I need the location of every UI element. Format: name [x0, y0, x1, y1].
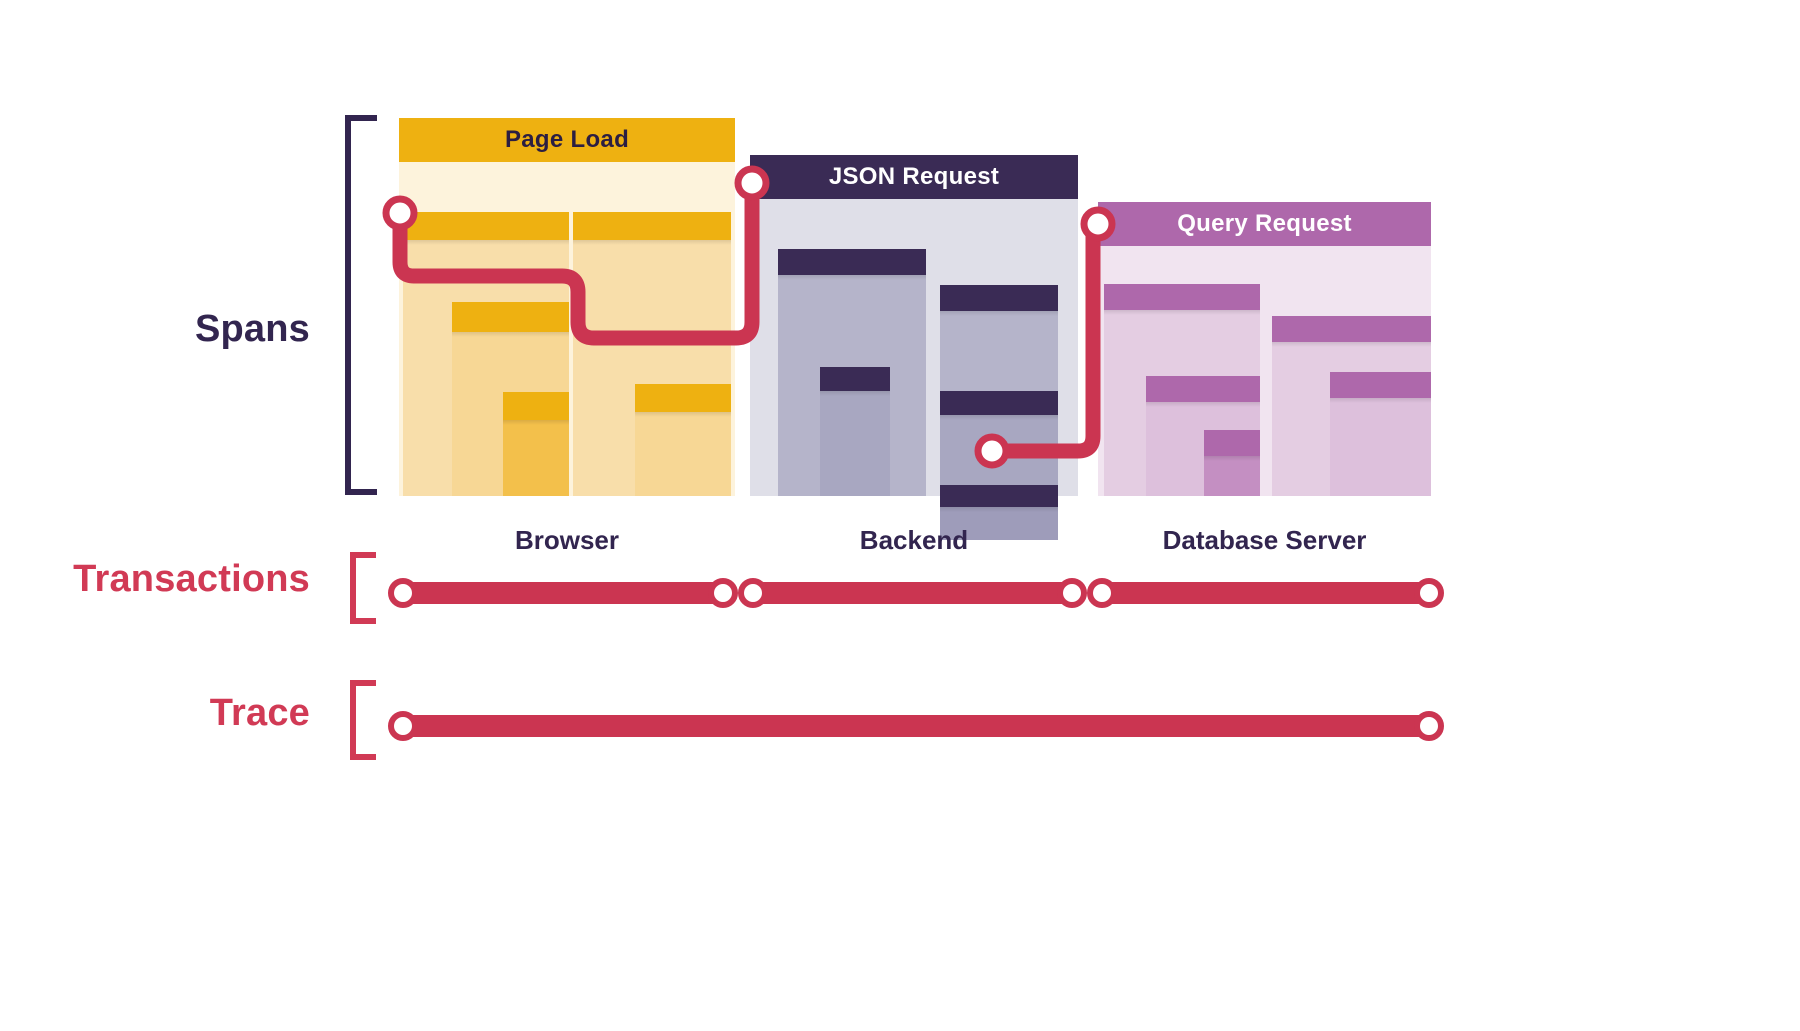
span-cap-shadow — [1204, 456, 1260, 461]
span-fill — [940, 507, 1058, 540]
span-cap-shadow — [940, 311, 1058, 316]
service-column-database[interactable]: Query Request — [1098, 202, 1431, 496]
span-cap-shadow — [403, 240, 569, 245]
span-cap-shadow — [1330, 398, 1431, 403]
span-cap-shadow — [1272, 342, 1431, 347]
span-bar-browser-5[interactable] — [503, 392, 569, 496]
span-cap — [1204, 430, 1260, 456]
transaction-header-query-request: Query Request — [1098, 202, 1431, 246]
service-body-backend — [750, 199, 1078, 540]
span-cap — [403, 212, 569, 240]
span-cap — [1104, 284, 1260, 310]
trace-node-start[interactable] — [388, 711, 418, 741]
span-cap-shadow — [635, 412, 731, 417]
span-cap-shadow — [820, 391, 890, 396]
span-bar-backend-4[interactable] — [940, 391, 1058, 496]
span-cap — [452, 302, 569, 332]
span-fill — [820, 391, 890, 496]
service-column-backend[interactable]: JSON Request — [750, 155, 1078, 540]
bracket-trace — [350, 680, 376, 760]
span-fill — [940, 415, 1058, 496]
span-cap — [940, 485, 1058, 507]
span-fill — [635, 412, 731, 496]
bracket-trace-top-arm — [350, 680, 376, 686]
transaction-header-json-request: JSON Request — [750, 155, 1078, 199]
transaction-node-1[interactable] — [388, 578, 418, 608]
transaction-node-6[interactable] — [1414, 578, 1444, 608]
span-cap-shadow — [940, 415, 1058, 420]
span-cap — [573, 212, 731, 240]
service-name-backend: Backend — [859, 525, 969, 555]
service-name-browser: Browser — [514, 525, 620, 555]
bracket-spans — [345, 115, 377, 495]
transaction-node-5[interactable] — [1087, 578, 1117, 608]
span-cap — [778, 249, 926, 275]
service-body-database — [1098, 246, 1431, 496]
span-cap — [1272, 316, 1431, 342]
row-label-trace: Trace — [209, 692, 310, 734]
span-cap-shadow — [503, 420, 569, 425]
trace-line[interactable] — [403, 715, 1428, 737]
span-bar-backend-5[interactable] — [940, 485, 1058, 540]
span-bar-browser-4[interactable] — [635, 384, 731, 496]
transaction-node-4[interactable] — [1057, 578, 1087, 608]
span-cap-shadow — [1146, 402, 1260, 407]
transaction-node-3[interactable] — [738, 578, 768, 608]
bracket-transactions-top-arm — [350, 552, 376, 558]
bracket-spans-top-arm — [345, 115, 377, 121]
span-cap — [940, 285, 1058, 311]
transaction-line-browser[interactable] — [403, 582, 723, 604]
transaction-line-backend[interactable] — [752, 582, 1072, 604]
span-cap — [635, 384, 731, 412]
span-cap-shadow — [452, 332, 569, 337]
transaction-header-page-load: Page Load — [399, 118, 735, 162]
span-cap — [1330, 372, 1431, 398]
service-column-browser[interactable]: Page Load — [399, 118, 735, 496]
transaction-line-database[interactable] — [1101, 582, 1428, 604]
bracket-spans-bottom-arm — [345, 489, 377, 495]
transaction-node-2[interactable] — [708, 578, 738, 608]
span-cap — [940, 391, 1058, 415]
row-label-spans: Spans — [194, 308, 310, 350]
span-fill — [503, 420, 569, 496]
span-bar-database-5[interactable] — [1330, 372, 1431, 496]
span-cap-shadow — [573, 240, 731, 245]
span-cap-shadow — [1104, 310, 1260, 315]
bracket-transactions-stem — [350, 552, 382, 624]
trace-node-end[interactable] — [1414, 711, 1444, 741]
span-bar-database-3[interactable] — [1204, 430, 1260, 496]
span-cap-shadow — [940, 507, 1058, 512]
span-cap-shadow — [778, 275, 926, 280]
bracket-transactions — [350, 552, 376, 624]
span-fill — [1330, 398, 1431, 496]
bracket-transactions-bottom-arm — [350, 618, 376, 624]
span-fill — [1204, 456, 1260, 496]
row-label-transactions: Transactions — [73, 558, 310, 600]
span-cap — [820, 367, 890, 391]
service-body-browser — [399, 162, 735, 496]
bracket-spans-stem — [345, 115, 383, 495]
span-bar-backend-2[interactable] — [820, 367, 890, 496]
span-cap — [1146, 376, 1260, 402]
span-cap — [503, 392, 569, 420]
service-name-database: Database Server — [1162, 525, 1367, 555]
bracket-trace-stem — [350, 680, 382, 760]
bracket-trace-bottom-arm — [350, 754, 376, 760]
